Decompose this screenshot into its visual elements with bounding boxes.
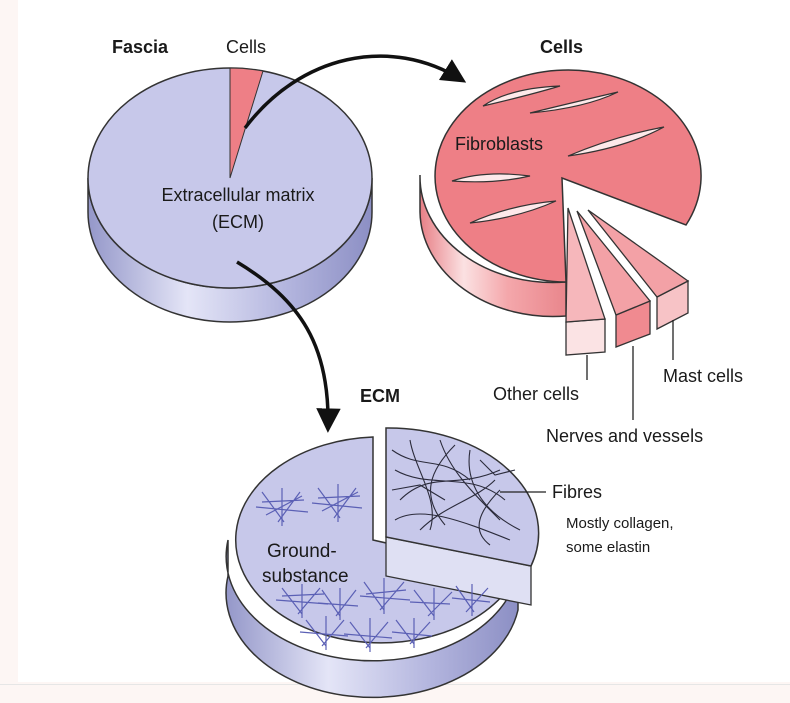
ground-substance-line1: Ground- — [267, 541, 337, 562]
fibroblasts-label: Fibroblasts — [455, 134, 543, 154]
ecm-label-line2: (ECM) — [212, 212, 264, 232]
ecm-pie — [226, 428, 539, 697]
fascia-title: Fascia — [112, 37, 169, 57]
fibres-label: Fibres — [552, 482, 602, 502]
cells-pie — [420, 70, 701, 355]
ground-substance-line2: substance — [262, 566, 349, 587]
cells-title: Cells — [540, 37, 583, 57]
fibres-desc-line1: Mostly collagen, — [566, 515, 674, 532]
fascia-cells-label: Cells — [226, 37, 266, 57]
ecm-title: ECM — [360, 386, 400, 406]
fibres-desc-line2: some elastin — [566, 539, 650, 556]
ecm-label-line1: Extracellular matrix — [161, 185, 314, 205]
other-cells-label: Other cells — [493, 384, 579, 404]
mast-cells-label: Mast cells — [663, 366, 743, 386]
nerves-vessels-label: Nerves and vessels — [546, 426, 703, 446]
other-cells-wedge-side — [566, 319, 605, 355]
